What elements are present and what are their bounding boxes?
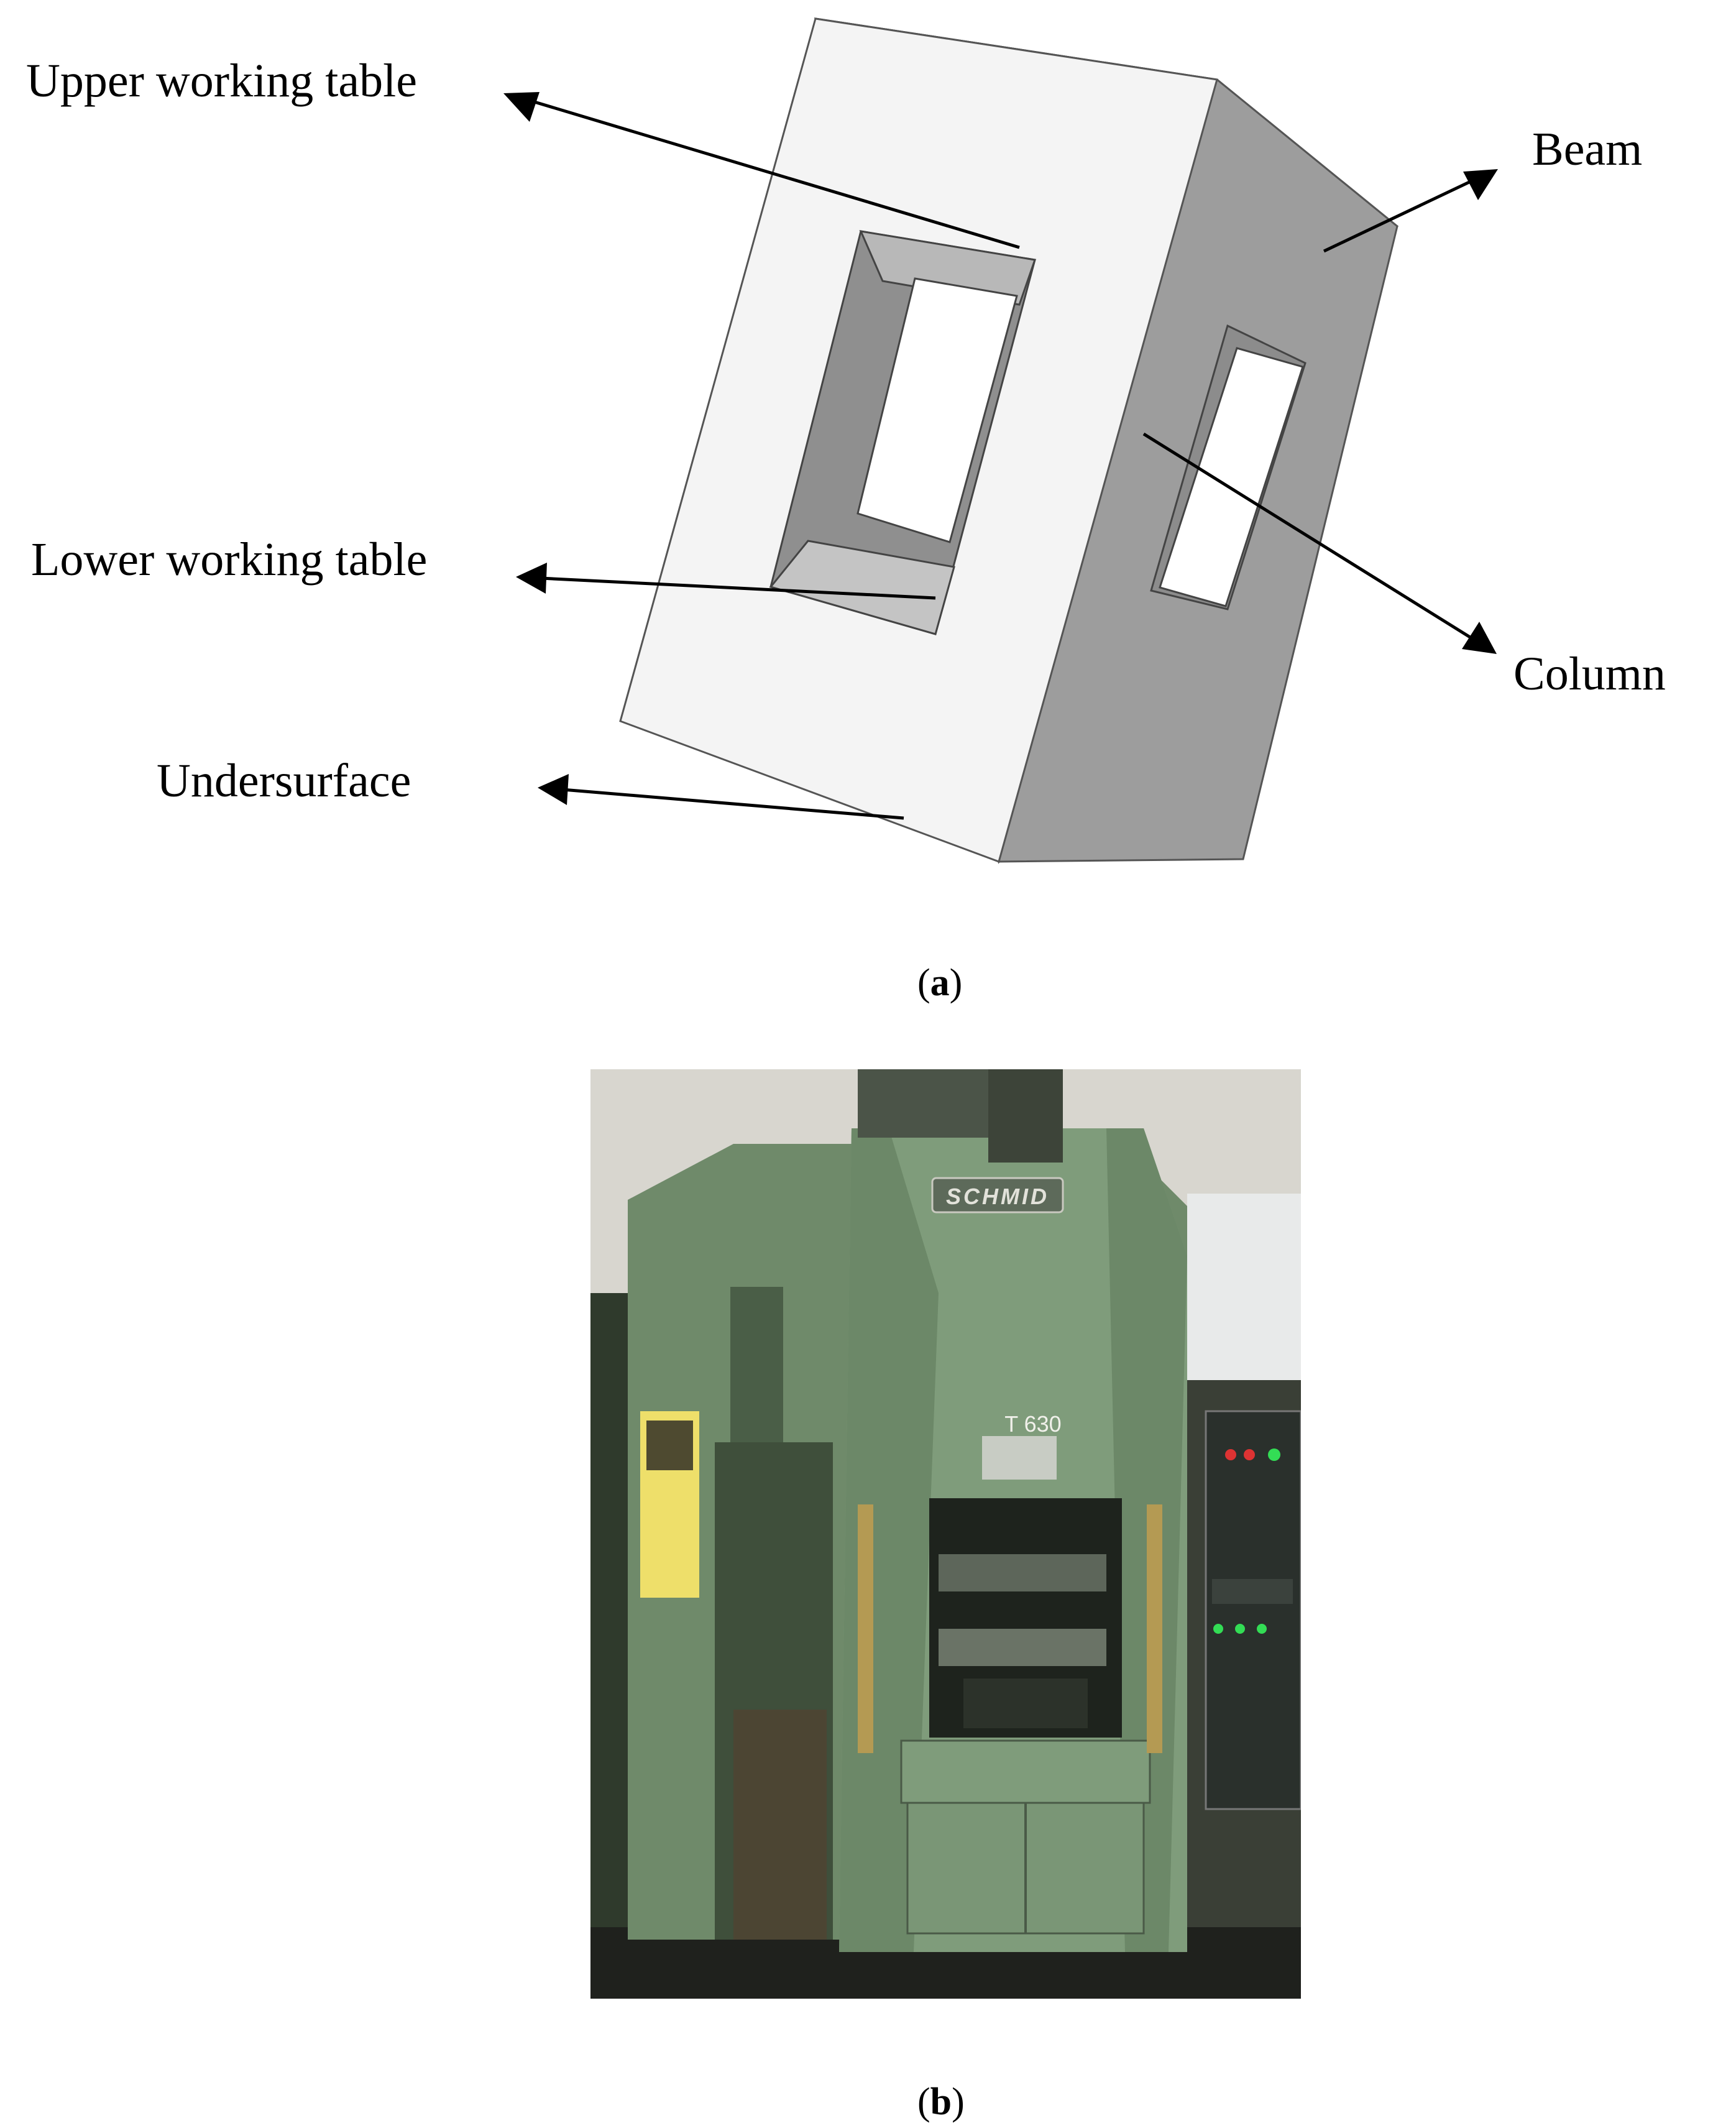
label-lower-working-table: Lower working table xyxy=(31,533,428,586)
label-column: Column xyxy=(1513,648,1666,700)
press-frame-schematic xyxy=(503,17,1498,864)
upper-table-wall xyxy=(859,230,1037,306)
caption-b: (b) xyxy=(917,2081,965,2123)
photo-model-plate: T 630 xyxy=(1004,1411,1062,1437)
lower-table-wall xyxy=(769,540,955,635)
leader-undersurface xyxy=(538,774,904,820)
leader-upper-working-table xyxy=(503,92,1020,249)
photo-brand-plate: SCHMID xyxy=(946,1184,1049,1209)
leader-column xyxy=(1142,432,1497,654)
label-beam: Beam xyxy=(1532,123,1643,175)
caption-a: (a) xyxy=(917,962,963,1004)
label-undersurface: Undersurface xyxy=(157,755,411,807)
label-upper-working-table: Upper working table xyxy=(26,55,417,107)
press-photo xyxy=(590,1069,1301,1999)
side-window-through xyxy=(1159,347,1304,607)
leader-beam xyxy=(1323,169,1498,253)
leader-lower-working-table xyxy=(516,563,936,600)
front-window-through xyxy=(857,277,1018,543)
